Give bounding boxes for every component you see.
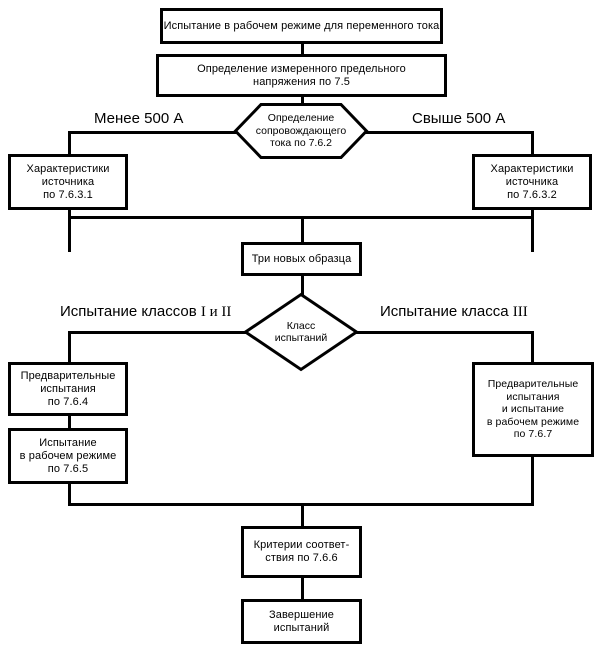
edge-label-class-1-and-2-roman: I и II <box>200 304 232 320</box>
node-end-of-tests[interactable]: Завершение испытаний <box>241 599 362 644</box>
connector-operating765-down <box>68 482 71 506</box>
node-prelim-tests[interactable]: Предварительные испытания по 7.6.4 <box>8 362 128 416</box>
connector-prelim-to-operating765 <box>68 414 71 430</box>
shape-test-class-diamond[interactable] <box>242 292 360 372</box>
connector-prelim767-down <box>531 455 534 506</box>
connector-right-down-to-source2 <box>531 131 534 156</box>
edge-label-class-3-text: Испытание класса <box>380 303 513 320</box>
connector-measured-to-followcurrent <box>301 95 304 107</box>
shape-follow-current-hexagon[interactable] <box>233 103 369 159</box>
node-conformity-criteria[interactable]: Критерии соответ- ствия по 7.6.6 <box>241 526 362 578</box>
node-three-new-samples[interactable]: Три новых образца <box>241 242 362 276</box>
node-operating-duty-ac[interactable]: Испытание в рабочем режиме для переменно… <box>160 8 443 44</box>
node-prelim-and-operating-767[interactable]: Предварительные испытания и испытание в … <box>472 362 594 457</box>
connector-criteria-to-end <box>301 576 304 601</box>
connector-source1-down <box>68 208 71 252</box>
connector-merge-down-to-criteria <box>301 503 304 528</box>
node-operating-duty-765[interactable]: Испытание в рабочем режиме по 7.6.5 <box>8 428 128 484</box>
node-source-char-2[interactable]: Характеристики источника по 7.6.3.2 <box>472 154 592 210</box>
connector-diamond-right-down <box>531 331 534 364</box>
connector-diamond-right <box>354 331 534 334</box>
connector-diamond-left <box>68 331 248 334</box>
connector-hexagon-right <box>364 131 534 134</box>
connector-hexagon-left <box>68 131 238 134</box>
connector-diamond-left-down <box>68 331 71 364</box>
connector-source2-down <box>531 208 534 252</box>
node-measured-limit-voltage[interactable]: Определение измеренного предельного напр… <box>156 54 447 97</box>
edge-label-less-than-500a: Менее 500 А <box>94 110 184 127</box>
node-source-char-1[interactable]: Характеристики источника по 7.6.3.1 <box>8 154 128 210</box>
edge-label-class-3-roman: III <box>512 304 528 320</box>
edge-label-class-1-and-2-text: Испытание классов <box>60 303 201 320</box>
connector-left-down-to-source1 <box>68 131 71 156</box>
connector-samples-to-diamond <box>301 274 304 296</box>
node-follow-current-label: Определение сопровождающего тока по 7.6.… <box>255 112 347 150</box>
edge-label-more-than-500a: Свыше 500 А <box>412 110 506 127</box>
node-test-class-label: Класс испытаний <box>274 319 328 345</box>
connector-operating-duty-to-measured <box>301 42 304 56</box>
edge-label-class-3: Испытание класса III <box>380 303 528 321</box>
edge-label-class-1-and-2: Испытание классов I и II <box>60 303 231 321</box>
connector-merge-down-to-samples <box>301 216 304 244</box>
